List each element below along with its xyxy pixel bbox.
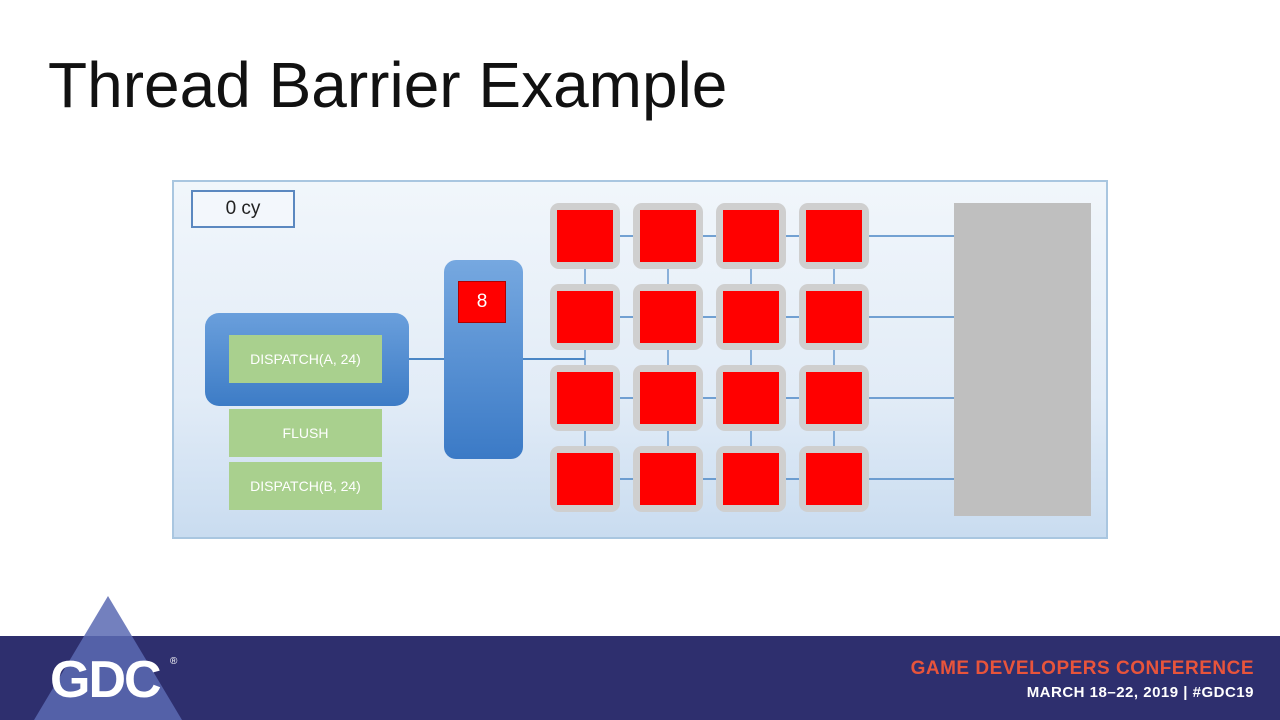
core-cell <box>557 372 613 424</box>
core-cell <box>806 453 862 505</box>
core-cell <box>640 210 696 262</box>
memory-block <box>954 203 1091 516</box>
conference-name: GAME DEVELOPERS CONFERENCE <box>910 658 1254 679</box>
core-cell <box>723 453 779 505</box>
core-cells <box>550 203 869 512</box>
core-cell <box>640 453 696 505</box>
core-cell <box>640 291 696 343</box>
connector-lines <box>409 235 954 480</box>
core-cell <box>557 291 613 343</box>
core-cell <box>723 210 779 262</box>
conference-dates: MARCH 18–22, 2019 | #GDC19 <box>1026 684 1254 701</box>
gdc-logo: GDC <box>50 651 162 709</box>
core-cell <box>557 453 613 505</box>
slide-title: Thread Barrier Example <box>48 49 728 121</box>
core-cell <box>723 291 779 343</box>
command-flush: FLUSH <box>229 409 382 457</box>
command-dispatch-b: DISPATCH(B, 24) <box>229 462 382 510</box>
footer-bar <box>0 636 1280 720</box>
gdc-triangle-icon <box>34 596 182 720</box>
wave-counter: 8 <box>458 281 506 323</box>
core-cell <box>806 372 862 424</box>
core-cell <box>557 210 613 262</box>
core-cell <box>806 210 862 262</box>
core-cell <box>640 372 696 424</box>
core-cell <box>806 291 862 343</box>
command-dispatch-a: DISPATCH(A, 24) <box>229 335 382 383</box>
registered-mark: ® <box>170 656 178 667</box>
cycle-counter: 0 cy <box>191 190 295 228</box>
core-cell <box>723 372 779 424</box>
